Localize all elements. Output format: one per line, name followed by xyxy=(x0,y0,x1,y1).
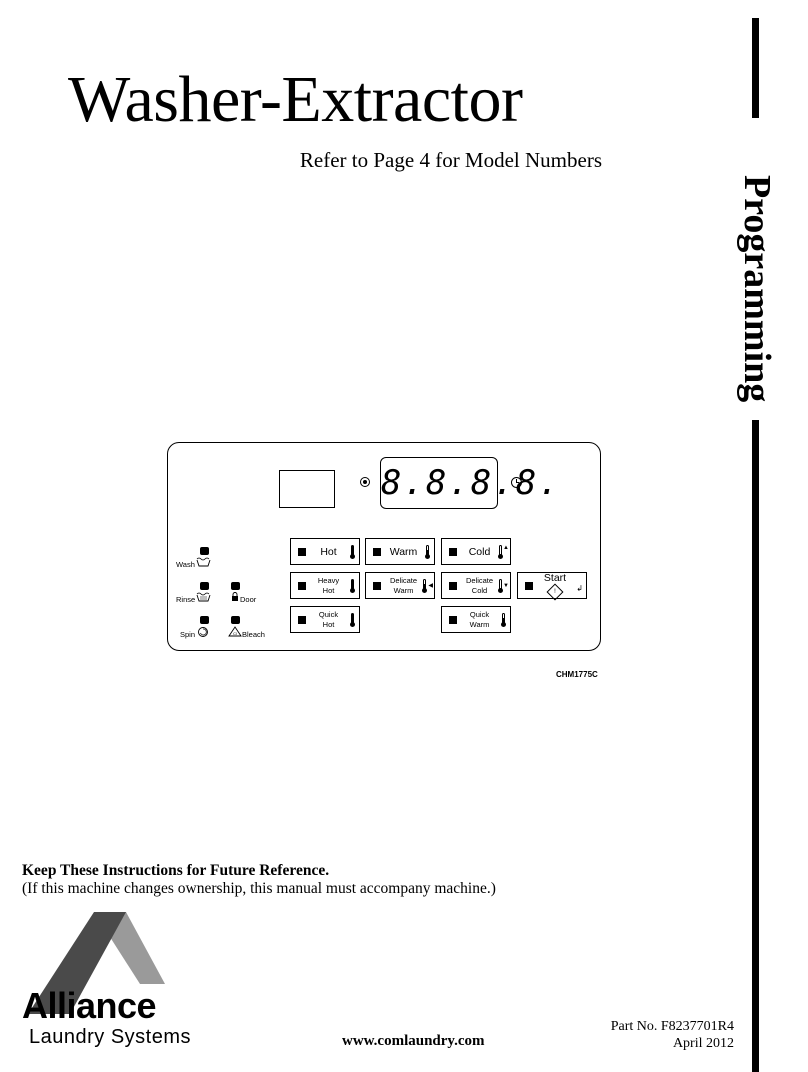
section-tab-label: Programming xyxy=(736,175,778,403)
door-indicator-led xyxy=(231,582,240,590)
door-indicator-label: Door xyxy=(240,595,257,604)
publication-date: April 2012 xyxy=(672,1036,734,1051)
door-lock-icon xyxy=(232,592,238,601)
svg-text:Cl: Cl xyxy=(233,631,237,636)
quick-hot-button-led xyxy=(298,616,306,624)
warm-button-led xyxy=(373,548,381,556)
spin-icon xyxy=(198,627,208,637)
cold-button-label: Cold xyxy=(468,545,491,558)
hot-button-led xyxy=(298,548,306,556)
quick-warm-button: Quick Warm xyxy=(441,606,511,633)
spin-indicator-label: Spin xyxy=(180,630,196,639)
quick-warm-button-label: Quick xyxy=(469,609,490,619)
notice-title: Keep These Instructions for Future Refer… xyxy=(22,862,330,879)
logo-name: Alliance xyxy=(22,985,157,1026)
wash-indicator-led xyxy=(200,547,209,555)
spin-indicator-led xyxy=(200,616,209,624)
rinse-indicator-led xyxy=(200,582,209,590)
delicate-warm-button-temp: Warm xyxy=(393,585,414,595)
heavy-hot-button: Heavy Hot xyxy=(290,572,360,599)
hot-button-label: Hot xyxy=(320,545,337,558)
notice-note: (If this machine changes ownership, this… xyxy=(22,880,496,897)
enter-arrow-icon: ↲ xyxy=(576,584,583,593)
thermometer-icon xyxy=(350,579,355,593)
thermometer-icon xyxy=(425,545,430,559)
cold-button: Cold ▲ xyxy=(441,538,511,565)
section-tab-bar-top xyxy=(752,18,759,118)
heavy-hot-button-temp: Hot xyxy=(322,585,335,595)
wash-tub-icon xyxy=(196,557,211,567)
thermometer-icon xyxy=(498,545,503,559)
rinse-tub-icon xyxy=(196,592,211,602)
part-number: Part No. F8237701R4 xyxy=(610,1019,734,1034)
clock-icon xyxy=(511,477,522,488)
start-button-label: Start xyxy=(543,572,567,584)
warm-button-label: Warm xyxy=(389,545,418,558)
start-button-led xyxy=(525,582,533,590)
cold-button-led xyxy=(449,548,457,556)
page-title: Washer-Extractor xyxy=(68,63,523,136)
website-link[interactable]: www.comlaundry.com xyxy=(342,1033,485,1049)
heavy-hot-button-led xyxy=(298,582,306,590)
delicate-cold-button-temp: Cold xyxy=(471,585,488,595)
delicate-cold-button-label: Delicate xyxy=(465,575,494,585)
quick-hot-button-temp: Hot xyxy=(322,619,335,629)
start-button: Start ! ↲ xyxy=(517,572,587,601)
delicate-warm-button: Delicate Warm ◀ xyxy=(365,572,435,599)
quick-warm-button-temp: Warm xyxy=(469,619,490,629)
alliance-logo-mark xyxy=(28,912,165,1014)
figure-code: CHM1775C xyxy=(556,670,598,679)
thermometer-icon xyxy=(350,613,355,627)
delicate-cold-button: Delicate Cold ▼ xyxy=(441,572,511,599)
bleach-indicator-label: Bleach xyxy=(242,630,265,639)
bleach-triangle-icon: Cl xyxy=(228,626,242,637)
wash-indicator-label: Wash xyxy=(176,560,195,569)
page-subtitle: Refer to Page 4 for Model Numbers xyxy=(299,148,602,172)
thermometer-icon xyxy=(422,579,427,593)
thermometer-icon xyxy=(498,579,503,593)
heavy-hot-button-label: Heavy xyxy=(317,575,340,585)
chevron-down-icon: ▼ xyxy=(503,583,509,589)
rinse-indicator-label: Rinse xyxy=(176,595,196,604)
thermometer-icon xyxy=(350,545,355,559)
quick-hot-button: Quick Hot xyxy=(290,606,360,633)
quick-warm-button-led xyxy=(449,616,457,624)
chevron-left-icon: ◀ xyxy=(428,583,433,589)
quick-hot-button-label: Quick xyxy=(318,609,339,619)
delicate-warm-button-led xyxy=(373,582,381,590)
delicate-cold-button-led xyxy=(449,582,457,590)
bleach-indicator-led xyxy=(231,616,240,624)
chevron-up-icon: ▲ xyxy=(503,545,509,551)
delicate-warm-button-label: Delicate xyxy=(389,575,418,585)
selector-knob-icon xyxy=(360,477,370,487)
start-diamond-icon: ! xyxy=(546,583,564,601)
blank-display-window xyxy=(279,470,335,508)
led-display: 8.8.8.8. xyxy=(380,457,559,509)
warm-button: Warm xyxy=(365,538,435,565)
logo-tagline: Laundry Systems xyxy=(29,1026,192,1048)
hot-button: Hot xyxy=(290,538,360,565)
section-tab-bar-bottom xyxy=(752,420,759,1072)
control-panel-illustration: 8.8.8.8. Wash Rinse Spin Door Cl Bleach … xyxy=(167,442,601,651)
thermometer-icon xyxy=(501,613,506,627)
